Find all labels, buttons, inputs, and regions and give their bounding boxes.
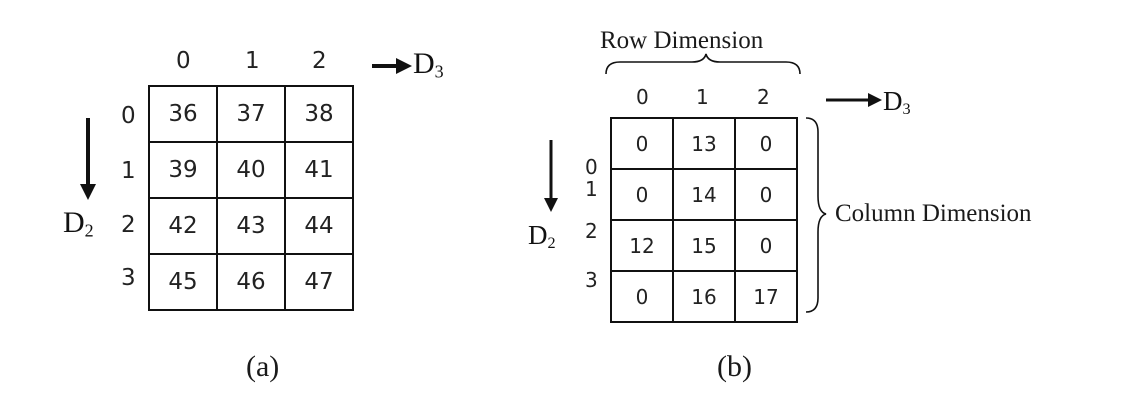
row-index: 0 — [121, 103, 136, 129]
column-dimension-label: Column Dimension — [835, 200, 1032, 227]
matrix-cell: 16 — [672, 270, 736, 323]
matrix-cell: 44 — [284, 197, 354, 255]
row-index: 0 — [585, 155, 598, 179]
matrix-cell: 0 — [734, 219, 798, 272]
matrix-cell: 39 — [148, 141, 218, 199]
row-index: 3 — [585, 268, 598, 292]
down-arrow-icon — [80, 118, 96, 200]
col-index: 2 — [757, 85, 770, 109]
column-dimension-brace-icon — [805, 117, 827, 313]
table-row: 0 14 0 — [610, 168, 798, 221]
row-index: 2 — [121, 212, 136, 238]
table-row: 0 13 0 — [610, 117, 798, 170]
axis-letter: D — [413, 47, 435, 80]
matrix-cell: 36 — [148, 85, 218, 143]
col-index: 2 — [312, 48, 327, 74]
axis-letter: D — [528, 220, 548, 250]
table-row: 45 46 47 — [148, 253, 354, 311]
table-row: 36 37 38 — [148, 85, 354, 143]
down-arrow-icon — [544, 140, 558, 212]
col-index: 1 — [245, 48, 260, 74]
row-index: 2 — [585, 219, 598, 243]
matrix-cell: 38 — [284, 85, 354, 143]
right-arrow-icon — [826, 93, 882, 107]
table-row: 42 43 44 — [148, 197, 354, 255]
matrix-a: 36 37 38 39 40 41 42 43 44 45 46 47 — [148, 85, 354, 311]
table-row: 39 40 41 — [148, 141, 354, 199]
col-index: 1 — [696, 85, 709, 109]
matrix-cell: 0 — [610, 270, 674, 323]
matrix-cell: 12 — [610, 219, 674, 272]
axis-subscript: 3 — [434, 61, 444, 82]
matrix-cell: 47 — [284, 253, 354, 311]
matrix-b: 0 13 0 0 14 0 12 15 0 0 16 17 — [610, 117, 798, 323]
right-arrow-icon — [372, 58, 412, 74]
row-index: 1 — [585, 177, 598, 201]
matrix-cell: 40 — [216, 141, 286, 199]
matrix-cell: 0 — [734, 168, 798, 221]
caption-b: (b) — [717, 350, 752, 383]
axis-subscript: 2 — [84, 220, 94, 241]
matrix-cell: 13 — [672, 117, 736, 170]
table-row: 0 16 17 — [610, 270, 798, 323]
vertical-axis-label: D2 — [528, 220, 556, 253]
axis-letter: D — [63, 206, 85, 239]
matrix-cell: 15 — [672, 219, 736, 272]
row-index: 3 — [121, 265, 136, 291]
horizontal-axis-label: D3 — [883, 86, 911, 119]
axis-subscript: 2 — [547, 234, 556, 253]
matrix-cell: 46 — [216, 253, 286, 311]
matrix-cell: 37 — [216, 85, 286, 143]
matrix-cell: 0 — [734, 117, 798, 170]
matrix-cell: 42 — [148, 197, 218, 255]
row-dimension-brace-icon — [605, 53, 801, 75]
matrix-cell: 14 — [672, 168, 736, 221]
caption-a: (a) — [246, 350, 280, 383]
row-dimension-label: Row Dimension — [600, 27, 764, 54]
table-row: 12 15 0 — [610, 219, 798, 272]
axis-letter: D — [883, 86, 903, 116]
matrix-cell: 0 — [610, 168, 674, 221]
matrix-cell: 41 — [284, 141, 354, 199]
matrix-cell: 43 — [216, 197, 286, 255]
vertical-axis-label: D2 — [63, 206, 94, 242]
horizontal-axis-label: D3 — [413, 47, 444, 83]
matrix-cell: 17 — [734, 270, 798, 323]
matrix-cell: 0 — [610, 117, 674, 170]
col-index: 0 — [636, 85, 649, 109]
row-index: 1 — [121, 158, 136, 184]
col-index: 0 — [176, 48, 191, 74]
matrix-cell: 45 — [148, 253, 218, 311]
axis-subscript: 3 — [902, 100, 911, 119]
